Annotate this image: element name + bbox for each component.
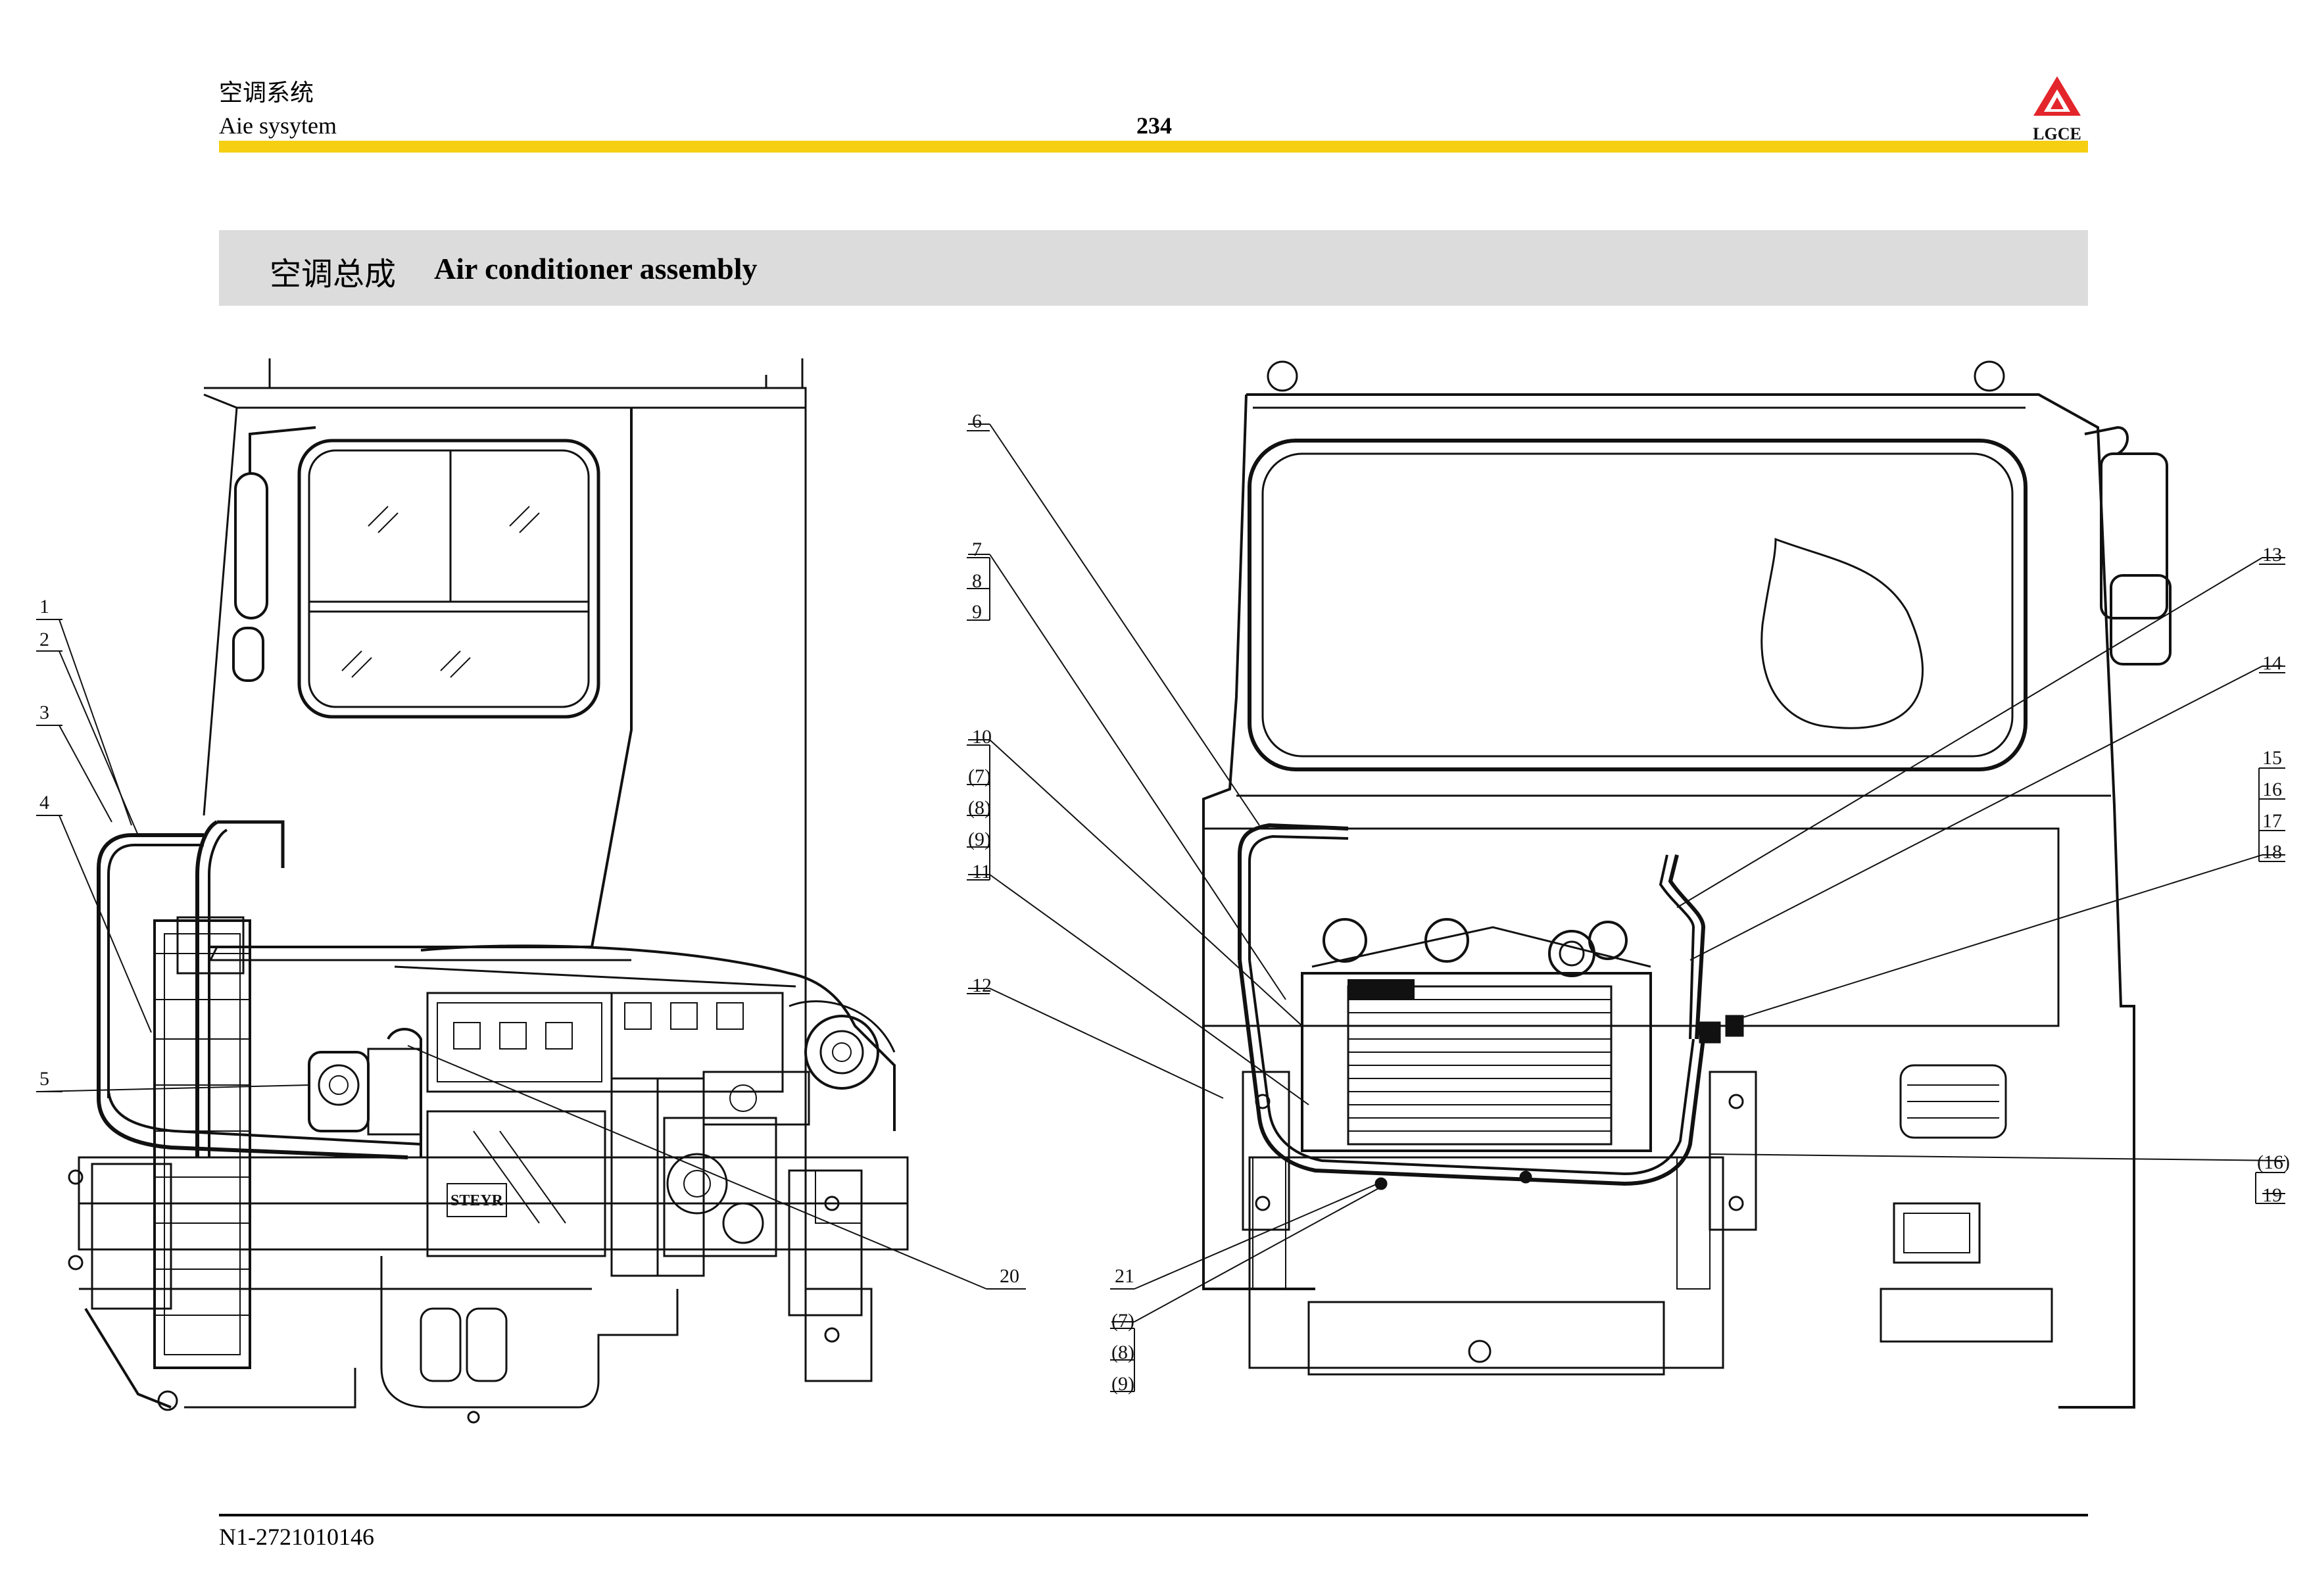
- callout-7: 7: [972, 539, 982, 560]
- assembly-title-cn: 空调总成: [270, 257, 397, 292]
- callout-11: 11: [972, 861, 991, 883]
- callout-20: 20: [1000, 1265, 1019, 1287]
- callout-4: 4: [39, 792, 49, 813]
- callout-15: 15: [2262, 747, 2282, 769]
- callout-19: 19: [2262, 1184, 2282, 1206]
- callout-1: 1: [39, 596, 49, 617]
- side-view-drawing: STEYR: [39, 358, 1026, 1424]
- title-band: [219, 230, 2088, 306]
- page-number: 234: [1136, 112, 1172, 139]
- front-view-drawing: [968, 360, 2286, 1409]
- callout-frames: [36, 430, 2285, 1392]
- callout-3: 3: [39, 702, 49, 723]
- callout-18: 18: [2262, 841, 2282, 863]
- callout-12: 12: [972, 975, 992, 996]
- callout-7-ref: (7): [968, 765, 991, 787]
- callout-16: 16: [2262, 779, 2282, 800]
- callout-5: 5: [39, 1068, 49, 1090]
- logo-wordmark: LGCE: [2033, 124, 2081, 143]
- callout-17: 17: [2262, 810, 2282, 832]
- document-code: N1-2721010146: [219, 1524, 374, 1550]
- footer-rule: [219, 1514, 2088, 1516]
- callout-9: 9: [972, 601, 982, 623]
- assembly-title-en: Air conditioner assembly: [434, 252, 758, 285]
- header-rule: [219, 141, 2088, 153]
- callout-10: 10: [972, 726, 992, 748]
- callout-21: 21: [1115, 1265, 1134, 1287]
- lgce-logo-icon: LGCE: [2033, 76, 2081, 143]
- callout-labels: 1 2 3 4 5 20 6 7 8 9 10 (7) (8) (9) 11 1…: [39, 410, 2290, 1395]
- engine-plate: STEYR: [450, 1192, 504, 1209]
- callout-13: 13: [2262, 544, 2282, 566]
- section-title-cn: 空调系统: [219, 80, 314, 106]
- callout-2: 2: [39, 629, 49, 650]
- callout-8: 8: [972, 570, 982, 592]
- callout-14: 14: [2262, 652, 2282, 674]
- callout-6: 6: [972, 410, 982, 432]
- section-title-en: Aie sysytem: [219, 112, 337, 139]
- callout-16-ref: (16): [2257, 1151, 2290, 1173]
